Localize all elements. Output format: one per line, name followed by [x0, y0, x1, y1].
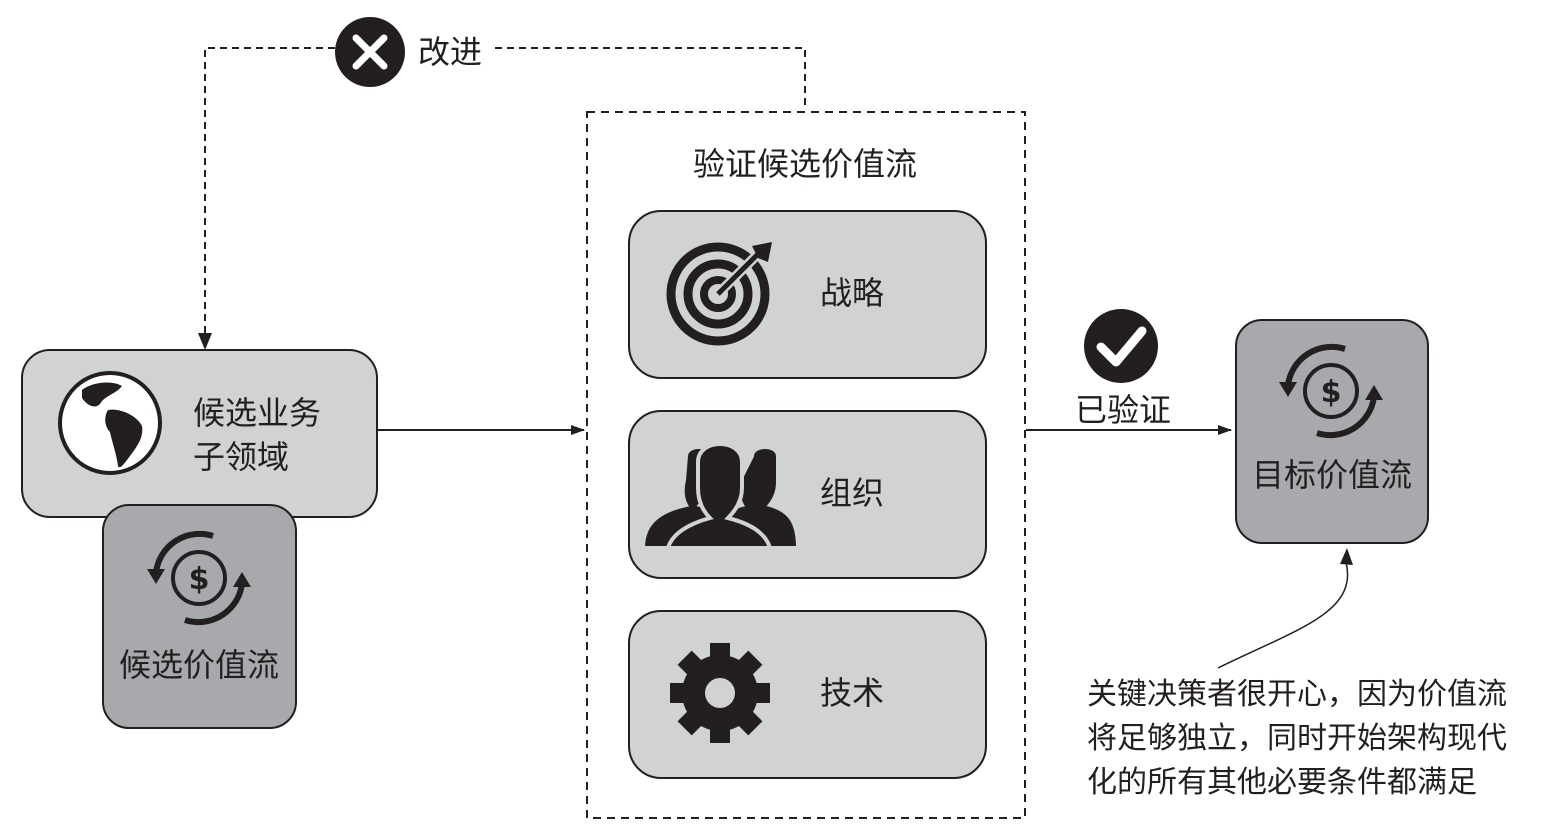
gear-icon	[670, 643, 770, 743]
note-pointer-arrowhead	[1340, 548, 1353, 565]
feedback-connector-right	[495, 47, 806, 110]
organization-label: 组织	[820, 474, 885, 512]
feedback-connector	[204, 47, 335, 333]
strategy-label: 战略	[820, 274, 885, 312]
x-circle-icon	[335, 17, 405, 87]
note-line-3: 化的所有其他必要条件都满足	[1087, 765, 1477, 800]
validated-label: 已验证	[1075, 391, 1172, 429]
note-line-1: 关键决策者很开心，因为价值流	[1087, 677, 1507, 712]
candidate-subdomain-label-line2: 子领域	[193, 438, 290, 476]
candidate-value-stream-label: 候选价值流	[119, 646, 280, 684]
checkmark-circle-icon	[1084, 309, 1158, 383]
candidate-subdomain-label-line1: 候选业务	[193, 394, 322, 432]
note-pointer-line	[1217, 561, 1349, 669]
validate-container	[586, 111, 1026, 819]
note-line-2: 将足够独立，同时开始架构现代	[1087, 721, 1507, 756]
people-icon	[640, 442, 801, 550]
globe-icon	[58, 371, 162, 475]
validate-title: 验证候选价值流	[693, 145, 918, 183]
feedback-arrowhead	[198, 333, 212, 350]
target-icon	[666, 242, 772, 346]
target-value-stream-label: 目标价值流	[1252, 456, 1413, 494]
technology-label: 技术	[820, 674, 885, 712]
candidate-value-stream-box	[102, 504, 297, 729]
strategy-box	[628, 210, 987, 379]
target-value-stream-box	[1235, 319, 1429, 544]
feedback-label: 改进	[418, 33, 483, 71]
